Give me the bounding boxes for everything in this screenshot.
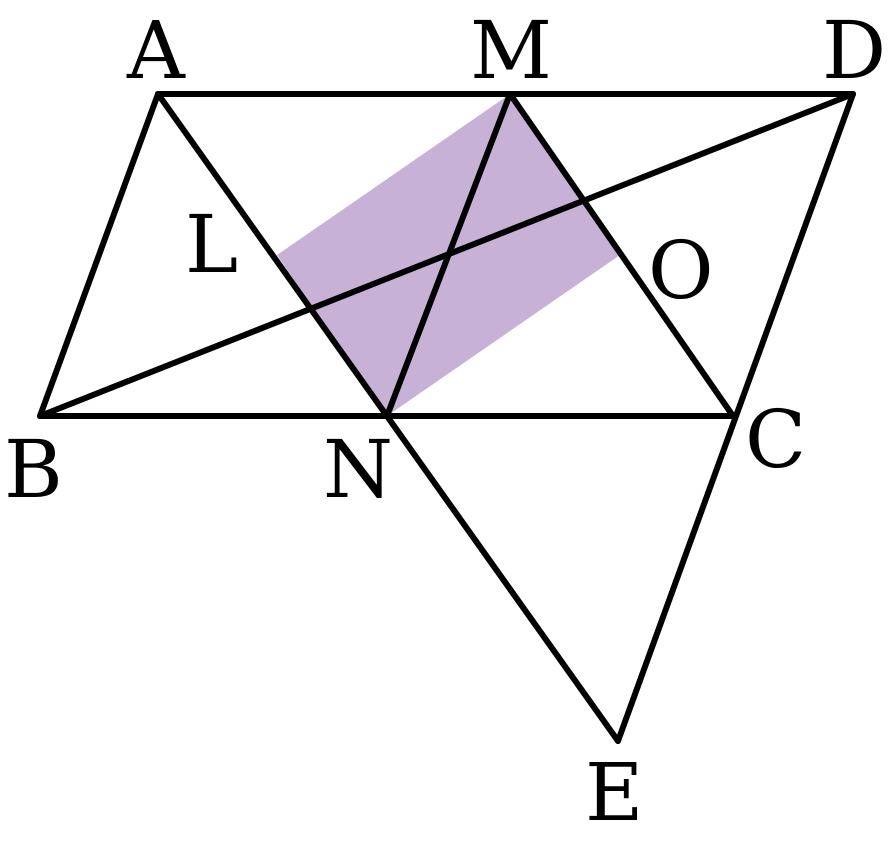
segment-ab [37,91,161,419]
label-c: C [745,393,806,486]
label-e: E [585,746,643,839]
label-l: L [185,198,238,291]
label-d: D [822,4,886,97]
label-o: O [648,224,714,317]
label-a: A [126,4,186,97]
segment-mn [384,91,513,419]
label-m: M [470,4,552,97]
segment-mc [507,91,736,419]
label-b: B [4,423,63,516]
label-n: N [323,423,393,516]
